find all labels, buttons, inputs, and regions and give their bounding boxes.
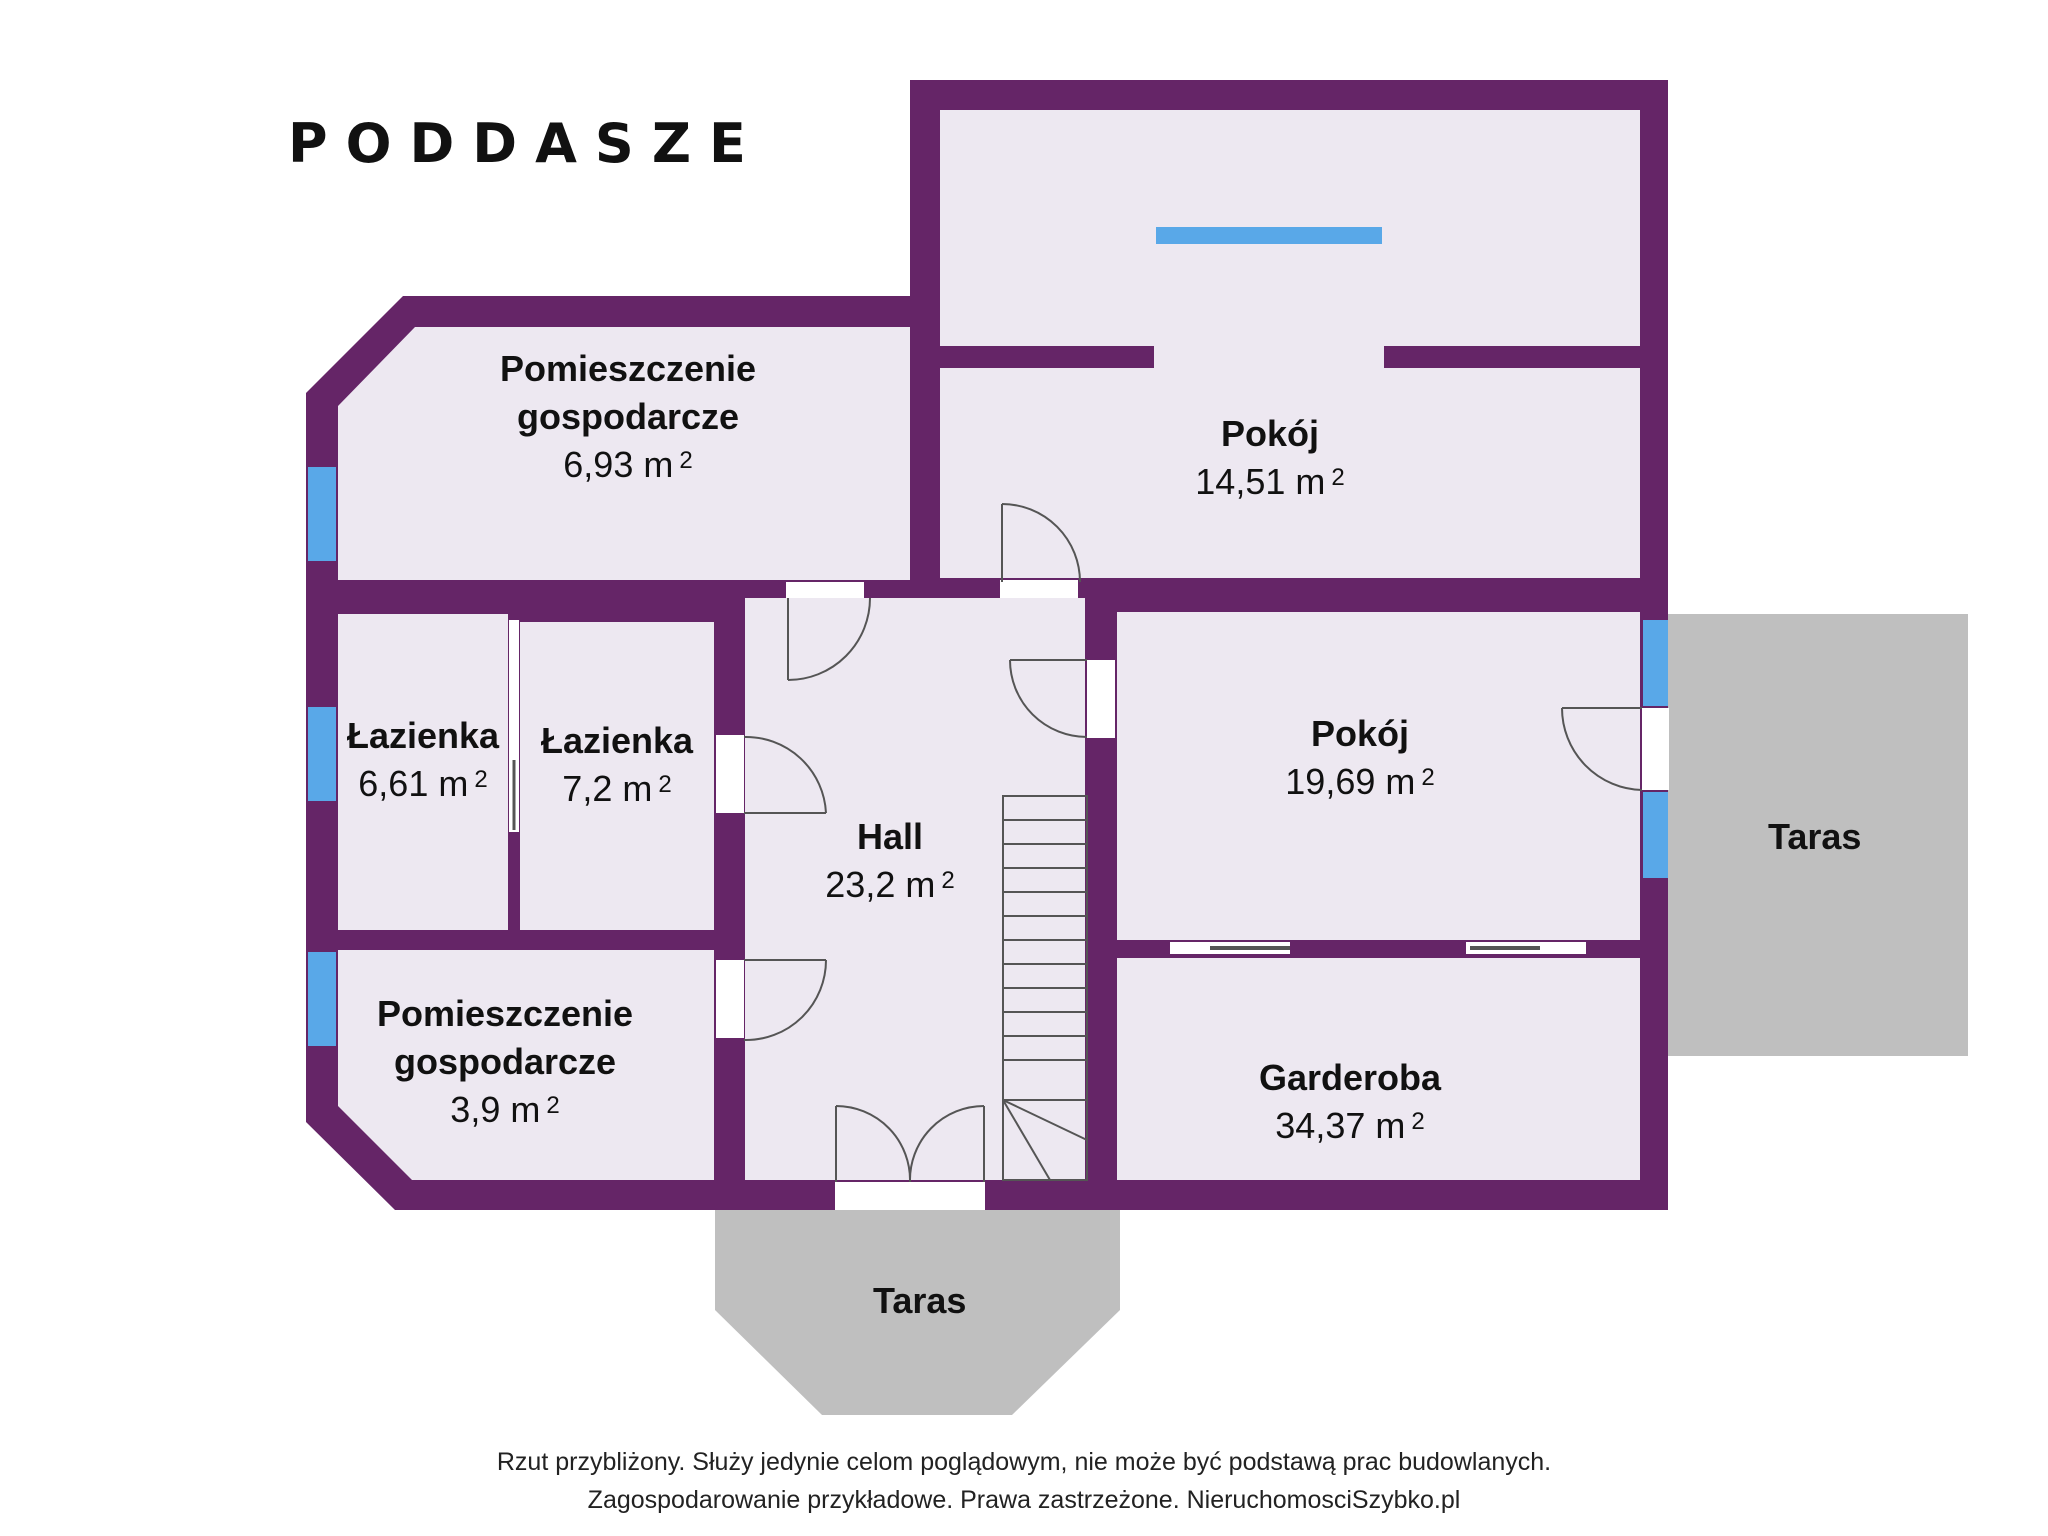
door-opening bbox=[1000, 580, 1078, 598]
disclaimer-line-1: Rzut przybliżony. Służy jedynie celom po… bbox=[496, 1448, 1552, 1476]
terrace-label-right: Taras bbox=[1768, 816, 1862, 857]
room-area: 23,2 m bbox=[825, 864, 936, 905]
area-exponent: 2 bbox=[474, 766, 488, 793]
window bbox=[308, 952, 336, 1046]
room-floor-hall bbox=[745, 598, 1085, 1180]
room-name: gospodarcze bbox=[393, 1041, 617, 1082]
window bbox=[308, 707, 336, 801]
terrace-bottom bbox=[715, 1204, 1120, 1415]
area-exponent: 2 bbox=[1421, 764, 1435, 791]
door-opening bbox=[835, 1182, 985, 1210]
plan-title: PODDASZE bbox=[288, 112, 764, 175]
room-name: Hall bbox=[856, 816, 924, 857]
room-name: Garderoba bbox=[1258, 1057, 1442, 1098]
door-opening bbox=[1087, 660, 1115, 738]
room-name: Pokój bbox=[1310, 713, 1409, 754]
terrace-right bbox=[1665, 614, 1968, 1056]
room-name: Łazienka bbox=[346, 715, 500, 756]
window bbox=[1156, 227, 1382, 244]
room-floor-pokoj-right bbox=[1117, 612, 1640, 940]
room-floor-pokoj-top bbox=[940, 253, 1640, 578]
room-area: 34,37 m bbox=[1275, 1105, 1406, 1146]
disclaimer: Rzut przybliżony. Służy jedynie celom po… bbox=[0, 1443, 2048, 1519]
room-name: Pomieszczenie bbox=[376, 993, 634, 1034]
window bbox=[1643, 792, 1668, 878]
door-swings bbox=[743, 503, 1643, 1183]
disclaimer-line-2: Zagospodarowanie przykładowe. Prawa zast… bbox=[587, 1486, 1461, 1514]
door-opening bbox=[716, 960, 744, 1038]
room-area: 19,69 m bbox=[1285, 761, 1416, 802]
room-area: 14,51 m bbox=[1195, 461, 1326, 502]
window bbox=[308, 467, 336, 561]
room-area: 7,2 m bbox=[562, 768, 653, 809]
room-name: Pomieszczenie bbox=[499, 348, 757, 389]
area-exponent: 2 bbox=[1411, 1108, 1425, 1135]
door-opening bbox=[509, 620, 519, 832]
room-floor-storage-top bbox=[338, 327, 910, 580]
terrace-label-bottom: Taras bbox=[873, 1280, 967, 1321]
door-opening bbox=[786, 582, 864, 598]
area-exponent: 2 bbox=[679, 447, 693, 474]
room-area: 6,61 m bbox=[358, 763, 469, 804]
area-exponent: 2 bbox=[1331, 464, 1345, 491]
room-floor-bath-2 bbox=[520, 622, 714, 930]
room-area: 6,93 m bbox=[563, 444, 674, 485]
stairs bbox=[1002, 795, 1088, 1181]
room-name: Pokój bbox=[1220, 413, 1319, 454]
room-floor-bath-1 bbox=[338, 614, 508, 930]
area-exponent: 2 bbox=[546, 1092, 560, 1119]
room-name: gospodarcze bbox=[516, 396, 740, 437]
room-floor-storage-bottom bbox=[338, 950, 714, 1180]
door-opening bbox=[716, 735, 744, 813]
area-exponent: 2 bbox=[941, 867, 955, 894]
window bbox=[1643, 620, 1668, 706]
area-exponent: 2 bbox=[658, 771, 672, 798]
door-opening bbox=[1642, 708, 1669, 790]
room-name: Łazienka bbox=[540, 720, 694, 761]
room-floor-garderoba bbox=[1117, 958, 1640, 1180]
room-area: 3,9 m bbox=[450, 1089, 541, 1130]
